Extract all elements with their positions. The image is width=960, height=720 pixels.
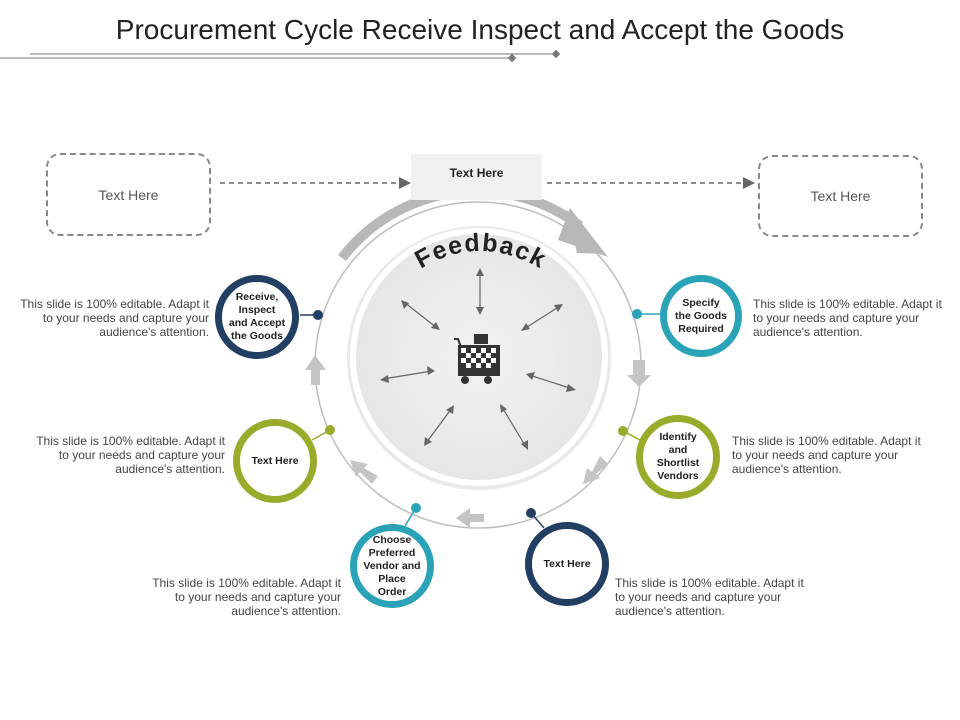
step-label: Text Here — [543, 557, 591, 570]
shopping-cart-icon — [454, 334, 500, 384]
description-choose-vendor: This slide is 100% editable. Adapt it to… — [152, 576, 341, 618]
right-box-text: Text Here — [810, 188, 871, 204]
step-label: Specify the Goods Required — [675, 296, 727, 335]
left-box-text: Text Here — [98, 186, 159, 203]
description-receive-inspect: This slide is 100% editable. Adapt it to… — [20, 297, 209, 339]
connector-dots — [300, 309, 662, 529]
svg-text:Feedback: Feedback — [410, 229, 551, 275]
description-identify-vendors: This slide is 100% editable. Adapt it to… — [732, 434, 921, 476]
step-choose-vendor: Choose Preferred Vendor and Place Order — [350, 524, 434, 608]
description-text-here-bottom-right: This slide is 100% editable. Adapt it to… — [615, 576, 804, 618]
title-underline — [0, 49, 561, 63]
step-label: Text Here — [251, 454, 299, 467]
page-title: Procurement Cycle Receive Inspect and Ac… — [115, 14, 845, 45]
step-receive-inspect: Receive, Inspect and Accept the Goods — [215, 275, 299, 359]
step-label: Choose Preferred Vendor and Place Order — [363, 533, 421, 598]
step-text-here-left: Text Here — [233, 419, 317, 503]
step-text-here-bottom-right: Text Here — [525, 522, 609, 606]
description-specify-goods: This slide is 100% editable. Adapt it to… — [753, 297, 942, 339]
right-text-box: Text Here — [758, 155, 923, 237]
step-label: Receive, Inspect and Accept the Goods — [228, 291, 286, 342]
step-identify-vendors: Identify and Shortlist Vendors — [636, 415, 720, 499]
feedback-label: Feedback — [410, 229, 551, 275]
radial-arrows — [382, 271, 574, 448]
step-label: Identify and Shortlist Vendors — [656, 431, 700, 482]
left-text-box: Text Here — [46, 153, 211, 236]
ring-flow-arrows — [305, 355, 651, 528]
step-specify-goods: Specify the Goods Required — [660, 275, 742, 357]
top-text-box: Text Here — [411, 154, 542, 200]
description-text-here-left: This slide is 100% editable. Adapt it to… — [36, 434, 225, 476]
